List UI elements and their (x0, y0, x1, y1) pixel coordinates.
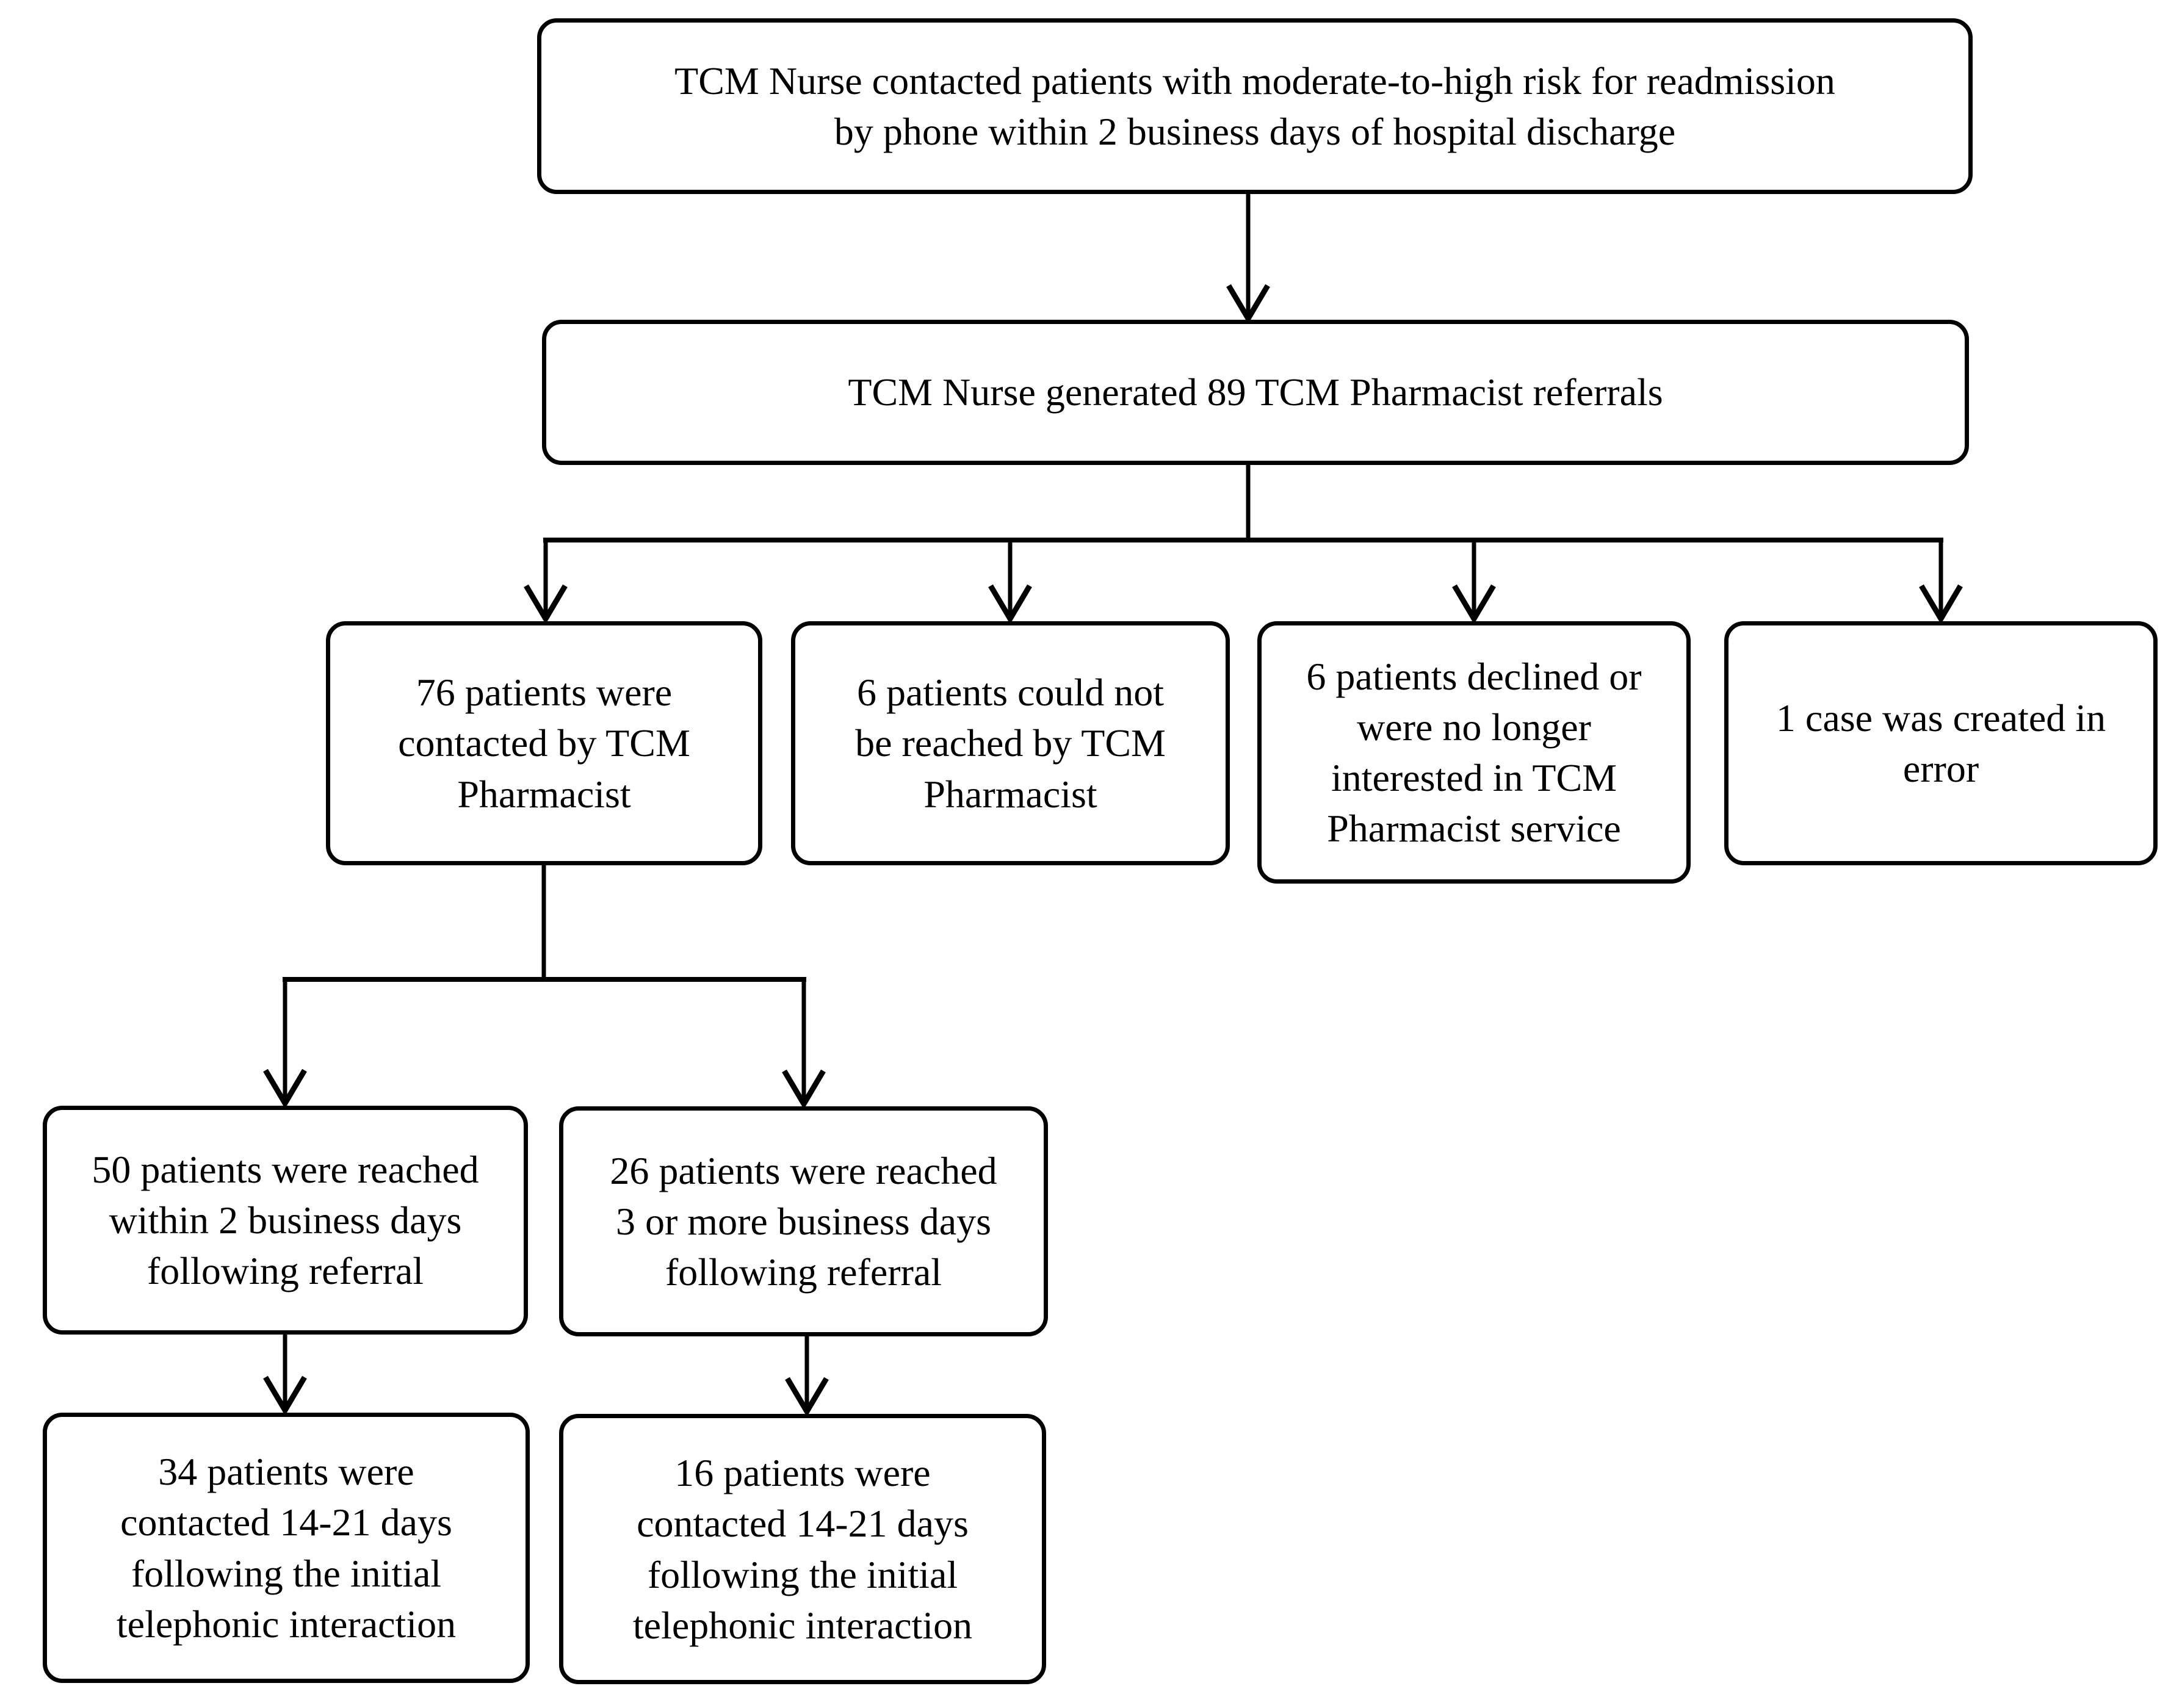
arrowhead-declined-6 (1452, 584, 1496, 624)
node-nurse-contact: TCM Nurse contacted patients with modera… (537, 18, 1973, 194)
arrowhead-contacted-34 (263, 1375, 307, 1416)
node-reached-26: 26 patients were reached 3 or more busin… (559, 1106, 1048, 1336)
node-reached-50: 50 patients were reached within 2 busine… (43, 1106, 528, 1335)
arrowhead-referrals (1226, 284, 1270, 324)
node-contacted-76: 76 patients were contacted by TCM Pharma… (326, 621, 762, 865)
arrowhead-not-reached-6 (988, 584, 1032, 624)
arrowhead-reached-26 (782, 1069, 826, 1109)
node-referrals-generated: TCM Nurse generated 89 TCM Pharmacist re… (542, 320, 1969, 465)
arrowhead-contacted-16 (785, 1377, 829, 1417)
arrowhead-error-1 (1919, 584, 1963, 624)
node-not-reached-6: 6 patients could not be reached by TCM P… (791, 621, 1230, 865)
node-declined-6: 6 patients declined or were no longer in… (1257, 621, 1691, 884)
arrowhead-reached-50 (263, 1068, 307, 1109)
node-contacted-34: 34 patients were contacted 14-21 days fo… (43, 1413, 530, 1683)
arrowhead-contacted-76 (524, 584, 568, 624)
node-contacted-16: 16 patients were contacted 14-21 days fo… (559, 1414, 1046, 1684)
node-case-error-1: 1 case was created in error (1724, 621, 2158, 865)
